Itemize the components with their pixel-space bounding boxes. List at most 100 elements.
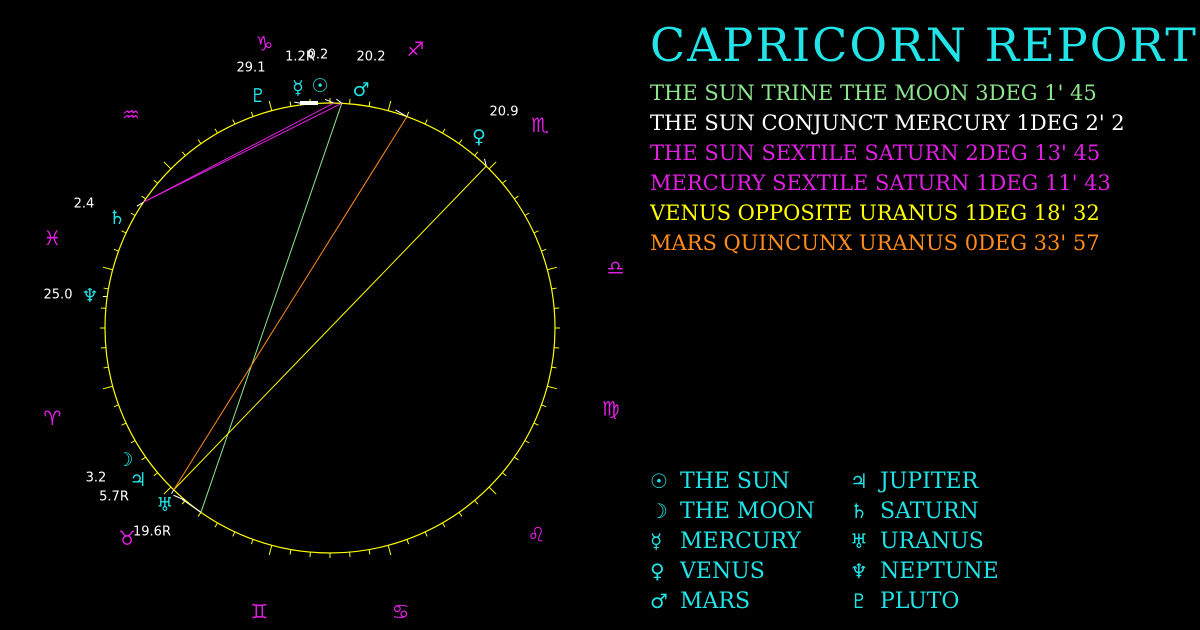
degree-tick [163,161,172,170]
degree-tick [524,212,530,216]
jupiter-icon: ♃ [850,469,868,493]
degree-tick [153,472,158,477]
degree-tick [289,101,292,107]
mars-icon: ♂ [650,589,668,613]
degree-tick [250,111,254,117]
planet-marker [171,489,175,494]
neptune-icon: ♆ [81,285,98,307]
conjunction-marker [300,101,318,105]
degree-tick [406,539,410,545]
legend-item: ♇PLUTO [850,586,1050,616]
planet-degree-label: 19.6R [133,525,171,540]
degree-tick [214,128,218,134]
venus-icon: ♀ [650,559,665,583]
degree-tick [103,366,109,369]
planet-degree-label: 20.2 [357,50,386,65]
planet-degree-label: 25.0 [44,288,73,303]
legend-label: VENUS [680,558,765,584]
planet-degree-label: 29.1 [237,61,266,76]
planet-marker [181,498,202,513]
degree-tick [197,139,202,144]
pisces-sign-icon: ♓ [43,226,61,250]
legend-label: MARS [680,588,751,614]
leo-sign-icon: ♌ [528,522,546,546]
degree-tick [533,230,539,234]
aspect-text: THE SUN TRINE THE [650,81,895,105]
legend-label: URANUS [880,528,984,554]
planet-degree-label: 3.2 [86,471,107,486]
degree-tick [163,486,172,495]
mars-icon: ♂ [352,79,369,101]
mercury-icon: ☿ [650,529,663,553]
degree-tick [103,287,109,290]
planet-degree-label: 1.2R [285,50,315,65]
mercury-icon: ☿ [292,77,304,99]
planet-degree-label: 20.9 [490,105,519,120]
legend-item: ☉ THE SUN [650,466,850,496]
legend-label: JUPITER [880,468,979,494]
legend-item: ♀ VENUS [650,556,850,586]
taurus-sign-icon: ♉ [118,526,136,550]
degree-tick [387,100,392,111]
degree-tick [474,151,479,156]
jupiter-icon: ♃ [129,469,146,491]
degree-tick [502,472,507,477]
aspect-text: THE SUN SEXTILE SATURN 2DEG 13' 45 [650,141,1101,165]
planet-marker [483,158,487,167]
planet-marker [294,101,307,105]
degree-tick [121,230,127,234]
degree-tick [232,531,236,537]
degree-tick [533,422,539,426]
capricorn-sign-icon: ♑ [255,31,273,55]
degree-tick [268,100,273,111]
pluto-icon: ♇ [249,85,266,107]
libra-sign-icon: ♎ [607,255,625,279]
degree-tick [141,195,146,200]
legend-label: SATURN [880,498,979,524]
uranus-icon: ♅ [156,494,173,516]
sun-icon: ☉ [311,75,328,97]
degree-tick [442,128,446,134]
aspect-item: THE SUN TRINE THE MOON 3DEG 1' 45 [650,78,1125,108]
planet-legend: ☉THE SUN♃JUPITER☽THE MOON♄SATURN☿MERCURY… [650,466,1070,616]
planet-degree-label: 2.4 [74,197,95,212]
degree-tick [289,549,292,555]
scorpio-sign-icon: ♏ [531,113,549,137]
legend-label: THE SUN [680,468,790,494]
aspect-item: MARS QUINCUNX URANUS 0DEG 33' 57 [650,228,1125,258]
degree-tick [458,512,463,517]
aspect-item: MERCURY SEXTILE SATURN 1DEG 11' 43 [650,168,1125,198]
aspect-item: VENUS OPPOSITE URANUS 1DEG 18' 32 [650,198,1125,228]
legend-item: ☽THE MOON [650,496,850,526]
sun-icon: ☉ [650,469,668,493]
degree-tick [102,266,113,271]
degree-tick [524,440,530,444]
degree-tick [541,404,547,408]
sagittarius-sign-icon: ♐ [406,37,424,61]
degree-tick [406,111,410,117]
aspect-text: THE SUN CONJUNCT MERCURY 1DEG 2' 2 [650,111,1125,135]
aspect-text: 3DEG 1' 45 [968,81,1097,105]
degree-tick [121,422,127,426]
aspect-line-mars-uranus [173,116,408,491]
legend-item: ♄SATURN [850,496,1050,526]
degree-tick [197,512,202,517]
degree-tick [541,248,547,252]
degree-tick [141,456,146,461]
degree-tick [488,161,497,170]
degree-tick [551,366,557,369]
aspect-line-venus-uranus [173,165,487,491]
degree-tick [551,287,557,290]
moon-icon: ☽ [116,449,133,471]
neptune-icon: ♆ [850,559,868,583]
cancer-sign-icon: ♋ [392,599,410,623]
degree-tick [102,385,113,390]
legend-item: ♂ MARS [650,586,850,616]
degree-tick [181,151,186,156]
planet-marker [324,98,335,104]
degree-tick [547,266,558,271]
report-title: CAPRICORN REPORT [650,18,1198,72]
planet-degree-label: 5.7R [99,490,129,505]
natal-chart-wheel: ♑♐♏♎♍♌♋♊♉♈♓♒☉0.2☿1.2R♇29.1♂20.2♀20.9♄2.4… [43,31,625,623]
planet-marker [395,109,408,118]
